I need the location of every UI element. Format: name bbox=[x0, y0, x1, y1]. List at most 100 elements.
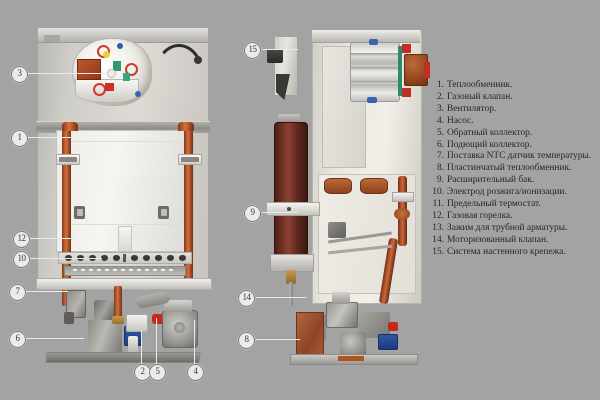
legend-number: 6. bbox=[436, 139, 444, 150]
white-valve-body bbox=[126, 314, 148, 332]
pump-top-fitting bbox=[164, 300, 192, 312]
fan-terminal-block bbox=[77, 59, 101, 80]
callout-4[interactable]: 4 bbox=[187, 364, 204, 381]
callout-7[interactable]: 7 bbox=[9, 284, 26, 301]
expansion-tank-nipple bbox=[278, 114, 300, 124]
legend-item: 5. Обратный коллектор. bbox=[430, 128, 598, 140]
legend-label: Предельный термостат. bbox=[447, 199, 541, 210]
legend-item: 14. Моторизованный клапан. bbox=[430, 235, 598, 247]
leader-line-15 bbox=[262, 49, 298, 50]
fan-blue-dot-2 bbox=[135, 91, 141, 97]
ignition-electrode-assembly bbox=[64, 266, 186, 276]
gas-burner bbox=[58, 252, 192, 264]
legend-number: 5. bbox=[436, 127, 444, 138]
legend-item: 13. Зажим для трубной арматуры. bbox=[430, 223, 598, 235]
legend-item: 12. Газовая горелка. bbox=[430, 211, 598, 223]
pressure-cap bbox=[128, 336, 138, 354]
side-mount-block bbox=[328, 222, 346, 238]
legend-item: 4. Насос. bbox=[430, 116, 598, 128]
exchanger-clip-right bbox=[424, 62, 430, 78]
legend-label: Подющий коллектор. bbox=[447, 139, 532, 150]
motorized-valve bbox=[326, 302, 358, 328]
fan-blue-dot-1 bbox=[117, 43, 123, 49]
base-plate-accent bbox=[338, 356, 364, 361]
burner-port bbox=[143, 255, 150, 261]
legend-item: 7. Поставка NTC датчик температуры. bbox=[430, 151, 598, 163]
callout-14[interactable]: 14 bbox=[238, 290, 255, 307]
callout-12[interactable]: 12 bbox=[13, 231, 30, 248]
legend-number: 11. bbox=[432, 199, 444, 210]
riser-valve-knob bbox=[394, 208, 410, 220]
ignition-electrode-tip bbox=[123, 254, 126, 262]
callout-10[interactable]: 10 bbox=[13, 251, 30, 268]
red-handle-valve bbox=[152, 314, 166, 324]
legend-number: 3. bbox=[436, 103, 444, 114]
callout-5[interactable]: 5 bbox=[149, 364, 166, 381]
copper-riser-left bbox=[62, 126, 71, 306]
heat-exchanger-fin bbox=[351, 53, 399, 56]
legend-item: 2. Газовый клапан. bbox=[430, 92, 598, 104]
callout-1[interactable]: 1 bbox=[11, 130, 28, 147]
leader-line-12 bbox=[30, 238, 74, 239]
main-heat-exchanger bbox=[350, 39, 400, 103]
plate-heat-exchanger bbox=[296, 312, 324, 356]
fan-yellow-dot bbox=[103, 51, 110, 58]
legend-label: Газовая горелка. bbox=[447, 210, 513, 221]
callout-8[interactable]: 8 bbox=[238, 332, 255, 349]
fan-marker-ring-2 bbox=[125, 63, 138, 76]
copper-riser-right-elbow bbox=[178, 122, 194, 131]
copper-riser-left-elbow bbox=[62, 122, 78, 131]
ntc-sensor-body bbox=[66, 290, 86, 318]
legend-number: 4. bbox=[436, 115, 444, 126]
leader-line-4 bbox=[194, 320, 195, 364]
tank-outlet-pipe bbox=[289, 282, 293, 306]
burner-port bbox=[167, 255, 174, 261]
fan-assembly bbox=[72, 38, 152, 106]
hose-grommet bbox=[194, 56, 202, 64]
legend-item: 1. Теплообменник. bbox=[430, 80, 598, 92]
legend-number: 12. bbox=[432, 210, 444, 221]
exchanger-gasket-strip bbox=[398, 46, 402, 96]
callout-6[interactable]: 6 bbox=[9, 331, 26, 348]
legend-number: 1. bbox=[436, 80, 444, 90]
leader-line-5 bbox=[156, 318, 157, 364]
exchanger-clip-bottom bbox=[402, 88, 411, 97]
legend-label: Газовый клапан. bbox=[447, 91, 513, 102]
exchanger-blue-port bbox=[369, 39, 378, 45]
legend-number: 13. bbox=[432, 222, 444, 233]
leader-line-10 bbox=[30, 258, 102, 259]
legend-label: Электрод розжига/ионизации. bbox=[447, 187, 567, 198]
heat-exchanger-fin bbox=[351, 81, 399, 84]
copper-feed-stub bbox=[114, 286, 122, 318]
leader-line-6 bbox=[26, 338, 84, 339]
pump-hub bbox=[174, 322, 185, 333]
component-legend: 1. Теплообменник. 2. Газовый клапан. 3. … bbox=[430, 80, 598, 259]
legend-label: Вентилятор. bbox=[447, 103, 497, 114]
fan-green-chip-2 bbox=[123, 73, 130, 81]
copper-riser-right bbox=[184, 126, 193, 286]
chamber-sight-strip bbox=[118, 226, 132, 252]
motorized-valve-head bbox=[332, 292, 350, 304]
heat-exchanger-fin bbox=[351, 67, 399, 70]
burner-port bbox=[131, 255, 138, 261]
callout-9[interactable]: 9 bbox=[244, 205, 261, 222]
legend-number: 7. bbox=[436, 151, 444, 162]
legend-number: 15. bbox=[432, 246, 444, 257]
leader-line-3 bbox=[28, 73, 118, 74]
legend-item: 8. Пластинчатый теплообменник. bbox=[430, 163, 598, 175]
brass-fitting bbox=[112, 316, 124, 324]
legend-item: 9. Расширительный бак. bbox=[430, 175, 598, 187]
legend-label: Расширительный бак. bbox=[447, 175, 535, 186]
callout-15[interactable]: 15 bbox=[244, 42, 261, 59]
burner-port bbox=[155, 255, 162, 261]
boiler-base-plate bbox=[45, 352, 201, 363]
copper-fitting-b bbox=[360, 178, 388, 194]
pipe-clamp-left bbox=[56, 154, 80, 165]
burner-port bbox=[113, 255, 120, 261]
hydraulic-group-front bbox=[52, 286, 200, 358]
burner-port bbox=[101, 255, 108, 261]
legend-label: Насос. bbox=[447, 115, 474, 126]
expansion-tank-strap bbox=[266, 202, 320, 216]
callout-3[interactable]: 3 bbox=[11, 66, 28, 83]
red-tap-side bbox=[388, 322, 398, 331]
